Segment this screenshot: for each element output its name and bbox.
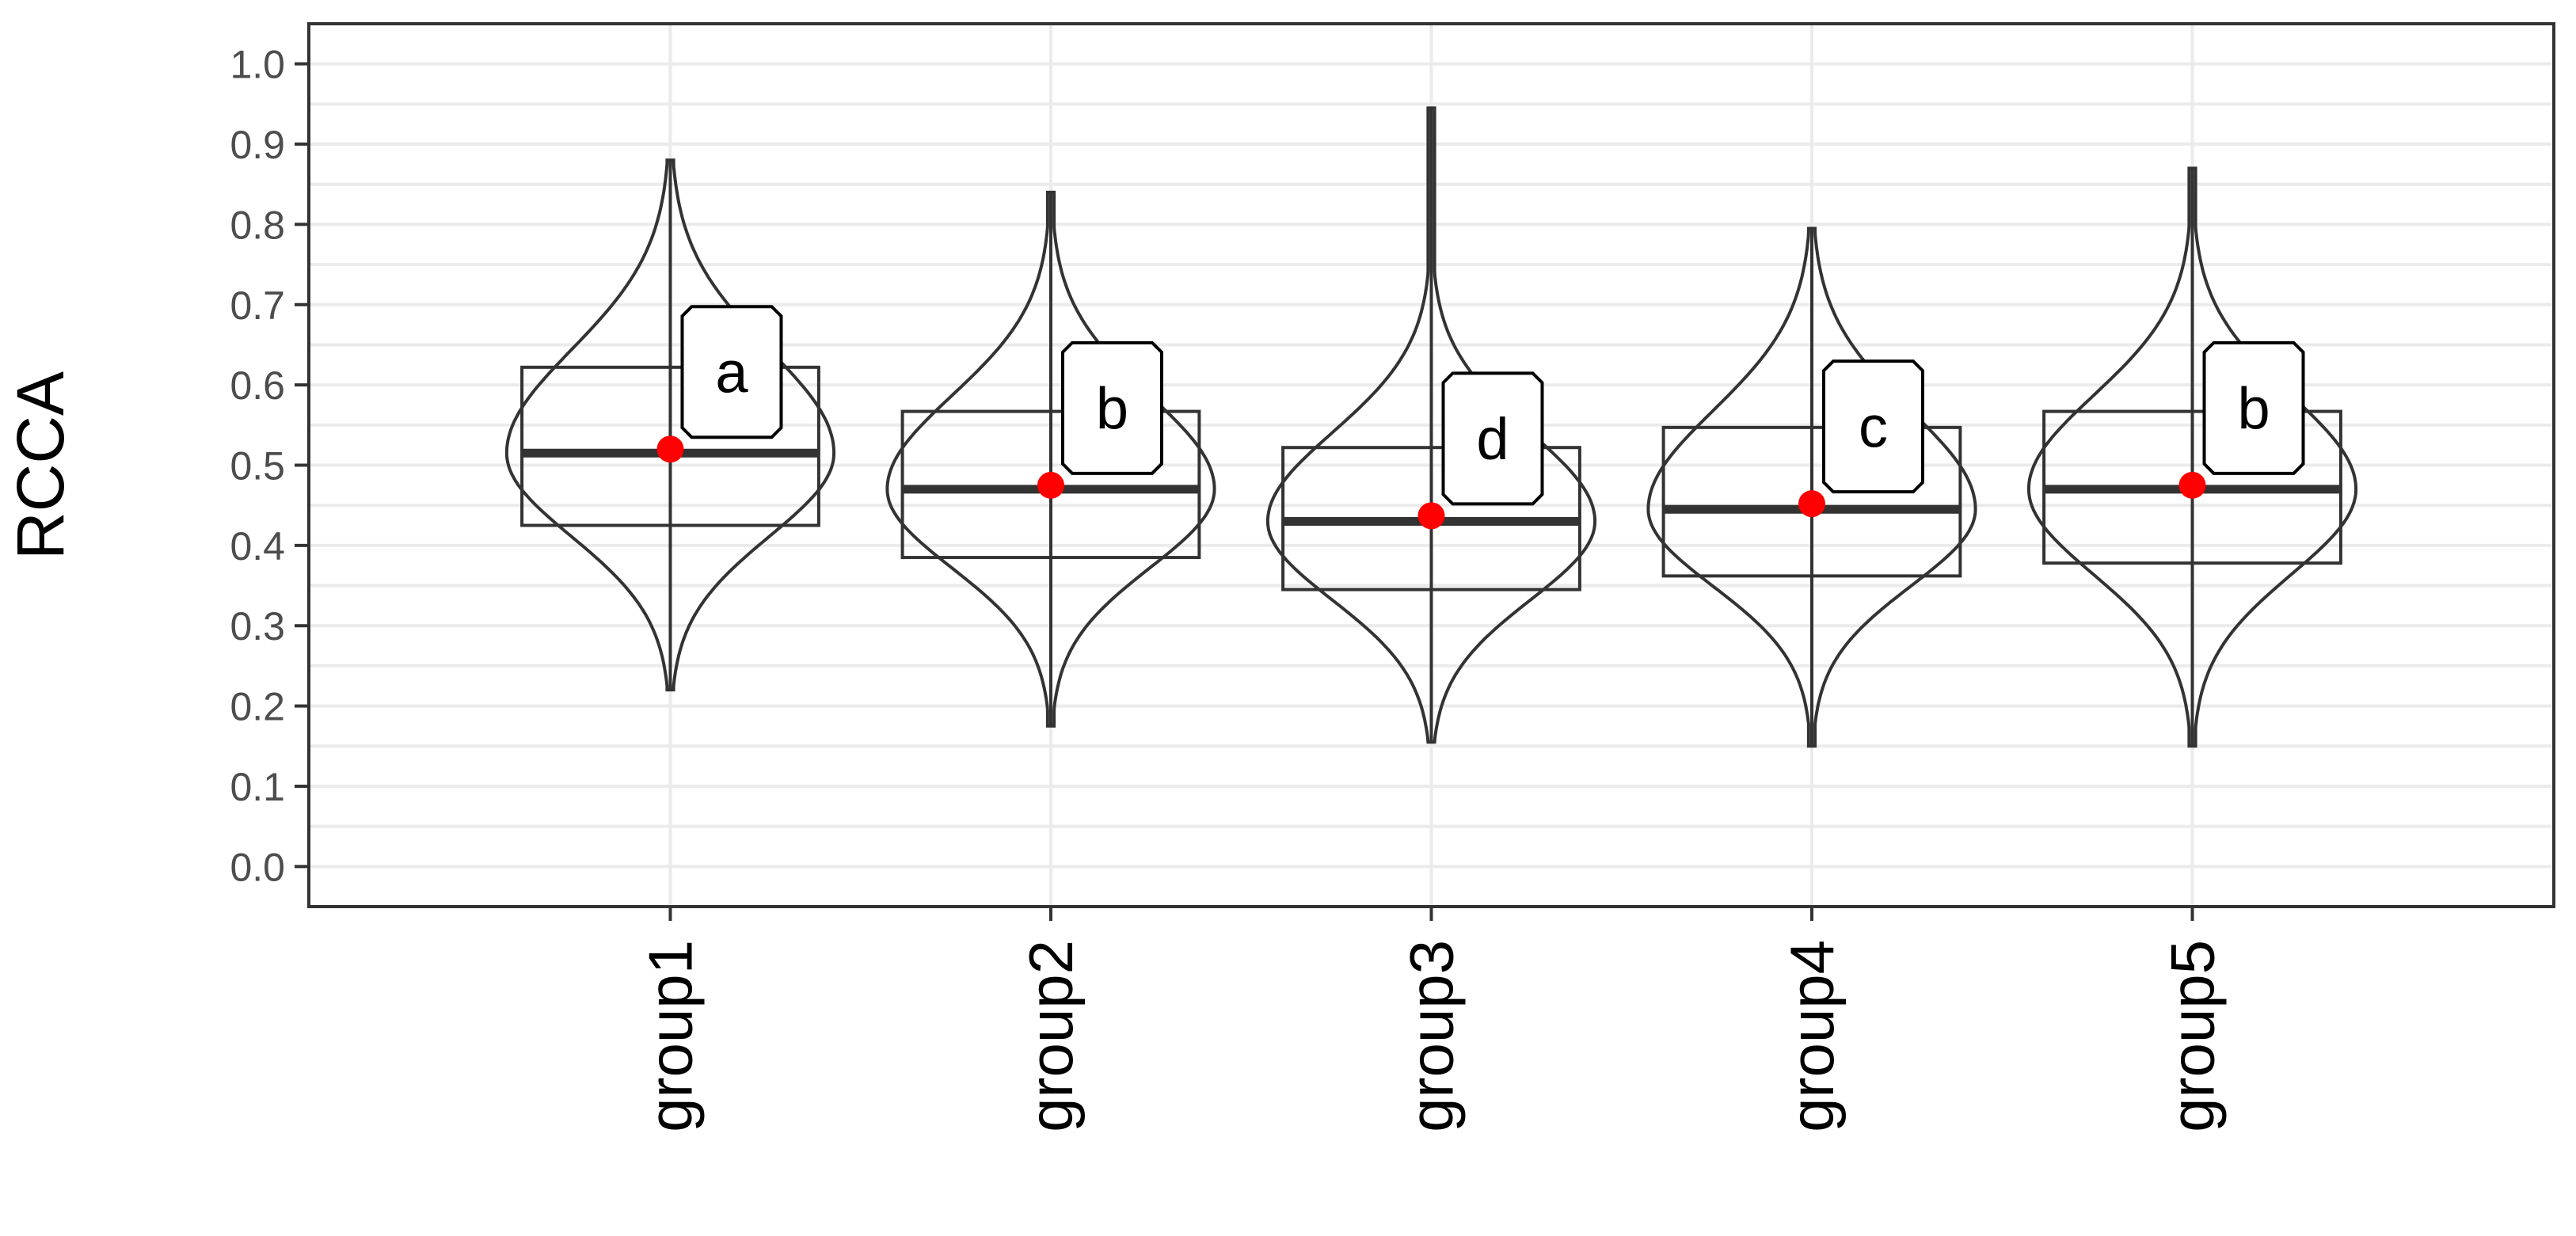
x-tick-label: group5 — [2158, 940, 2228, 1132]
y-tick-label: 0.1 — [230, 765, 285, 809]
letter-label-box — [1822, 359, 1925, 494]
y-tick-label: 0.3 — [230, 604, 285, 648]
letter-label-box — [1060, 340, 1163, 475]
mean-point — [1037, 471, 1064, 499]
mean-point — [2178, 471, 2206, 499]
violin — [504, 158, 836, 692]
violin — [1265, 106, 1597, 744]
y-tick-label: 0.6 — [230, 363, 285, 408]
x-axis: group1 group2 group3 group4 group5 — [635, 907, 2228, 1132]
box — [1661, 425, 1962, 578]
group-4: c — [1646, 226, 1977, 748]
box — [520, 365, 820, 527]
y-tick-label: 0.0 — [230, 845, 285, 889]
y-tick-label: 0.8 — [230, 203, 285, 247]
mean-point — [1417, 502, 1445, 530]
box — [900, 409, 1201, 560]
mean-point — [1798, 490, 1826, 518]
letter-label: b — [2237, 375, 2270, 441]
y-axis: 0.0 0.1 0.2 0.3 0.4 0.5 0.6 0.7 0.8 0.9 1.0 — [230, 43, 309, 889]
letter-label-box — [1441, 371, 1544, 506]
x-tick-label: group1 — [635, 940, 705, 1132]
group-3: d — [1265, 106, 1597, 744]
y-tick-label: 1.0 — [230, 43, 285, 87]
y-tick-label: 0.7 — [230, 283, 285, 328]
y-axis-title: RCCA — [3, 371, 78, 560]
y-tick-label: 0.2 — [230, 685, 285, 729]
violin — [2026, 166, 2358, 748]
chart-marks: a b d c b — [504, 106, 2358, 748]
x-tick-label: group2 — [1016, 940, 1086, 1132]
letter-label: a — [715, 340, 748, 405]
letter-label-box — [680, 305, 783, 439]
letter-label-box — [2202, 340, 2305, 475]
x-tick-label: group3 — [1397, 940, 1467, 1132]
letter-label: d — [1476, 406, 1509, 472]
y-tick-label: 0.9 — [230, 123, 285, 167]
letter-label: c — [1859, 394, 1888, 460]
group-1: a — [504, 158, 836, 692]
letter-label: b — [1096, 375, 1128, 441]
y-tick-label: 0.4 — [230, 524, 285, 569]
y-tick-label: 0.5 — [230, 444, 285, 489]
violin — [885, 190, 1216, 728]
mean-point — [656, 435, 684, 463]
group-2: b — [885, 190, 1216, 728]
x-tick-label: group4 — [1777, 940, 1847, 1132]
group-5: b — [2026, 166, 2358, 748]
